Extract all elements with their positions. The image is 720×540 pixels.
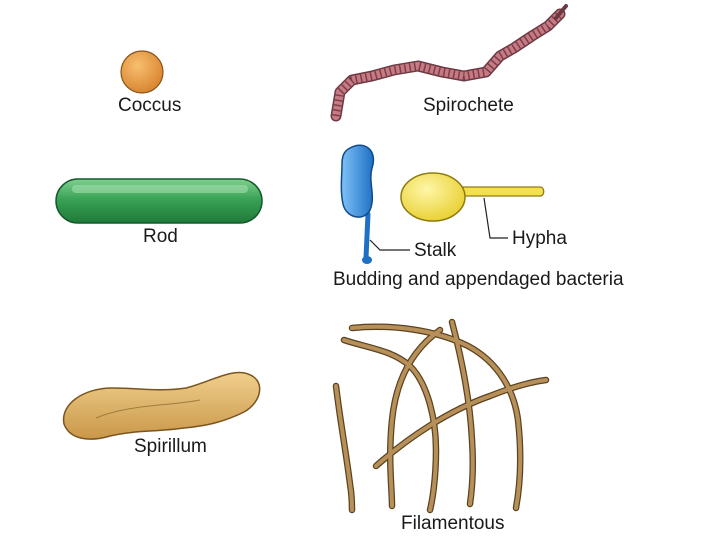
hypha-leader (483, 197, 508, 239)
label-rod: Rod (143, 226, 178, 247)
coccus-cell (120, 50, 164, 94)
label-stalk: Stalk (414, 240, 457, 261)
filamentous-bacteria (332, 318, 550, 514)
label-hypha: Hypha (512, 228, 567, 249)
label-coccus: Coccus (118, 95, 182, 116)
spirochete-cell (330, 4, 568, 122)
spirillum-cell (62, 371, 261, 440)
label-spirochete: Spirochete (423, 95, 514, 116)
label-budding: Budding and appendaged bacteria (333, 269, 624, 290)
stalked-bacterium (340, 144, 375, 264)
label-filamentous: Filamentous (401, 513, 505, 534)
label-spirillum: Spirillum (134, 436, 207, 457)
stalk-leader (369, 239, 410, 251)
hypha-bacterium (400, 172, 545, 222)
